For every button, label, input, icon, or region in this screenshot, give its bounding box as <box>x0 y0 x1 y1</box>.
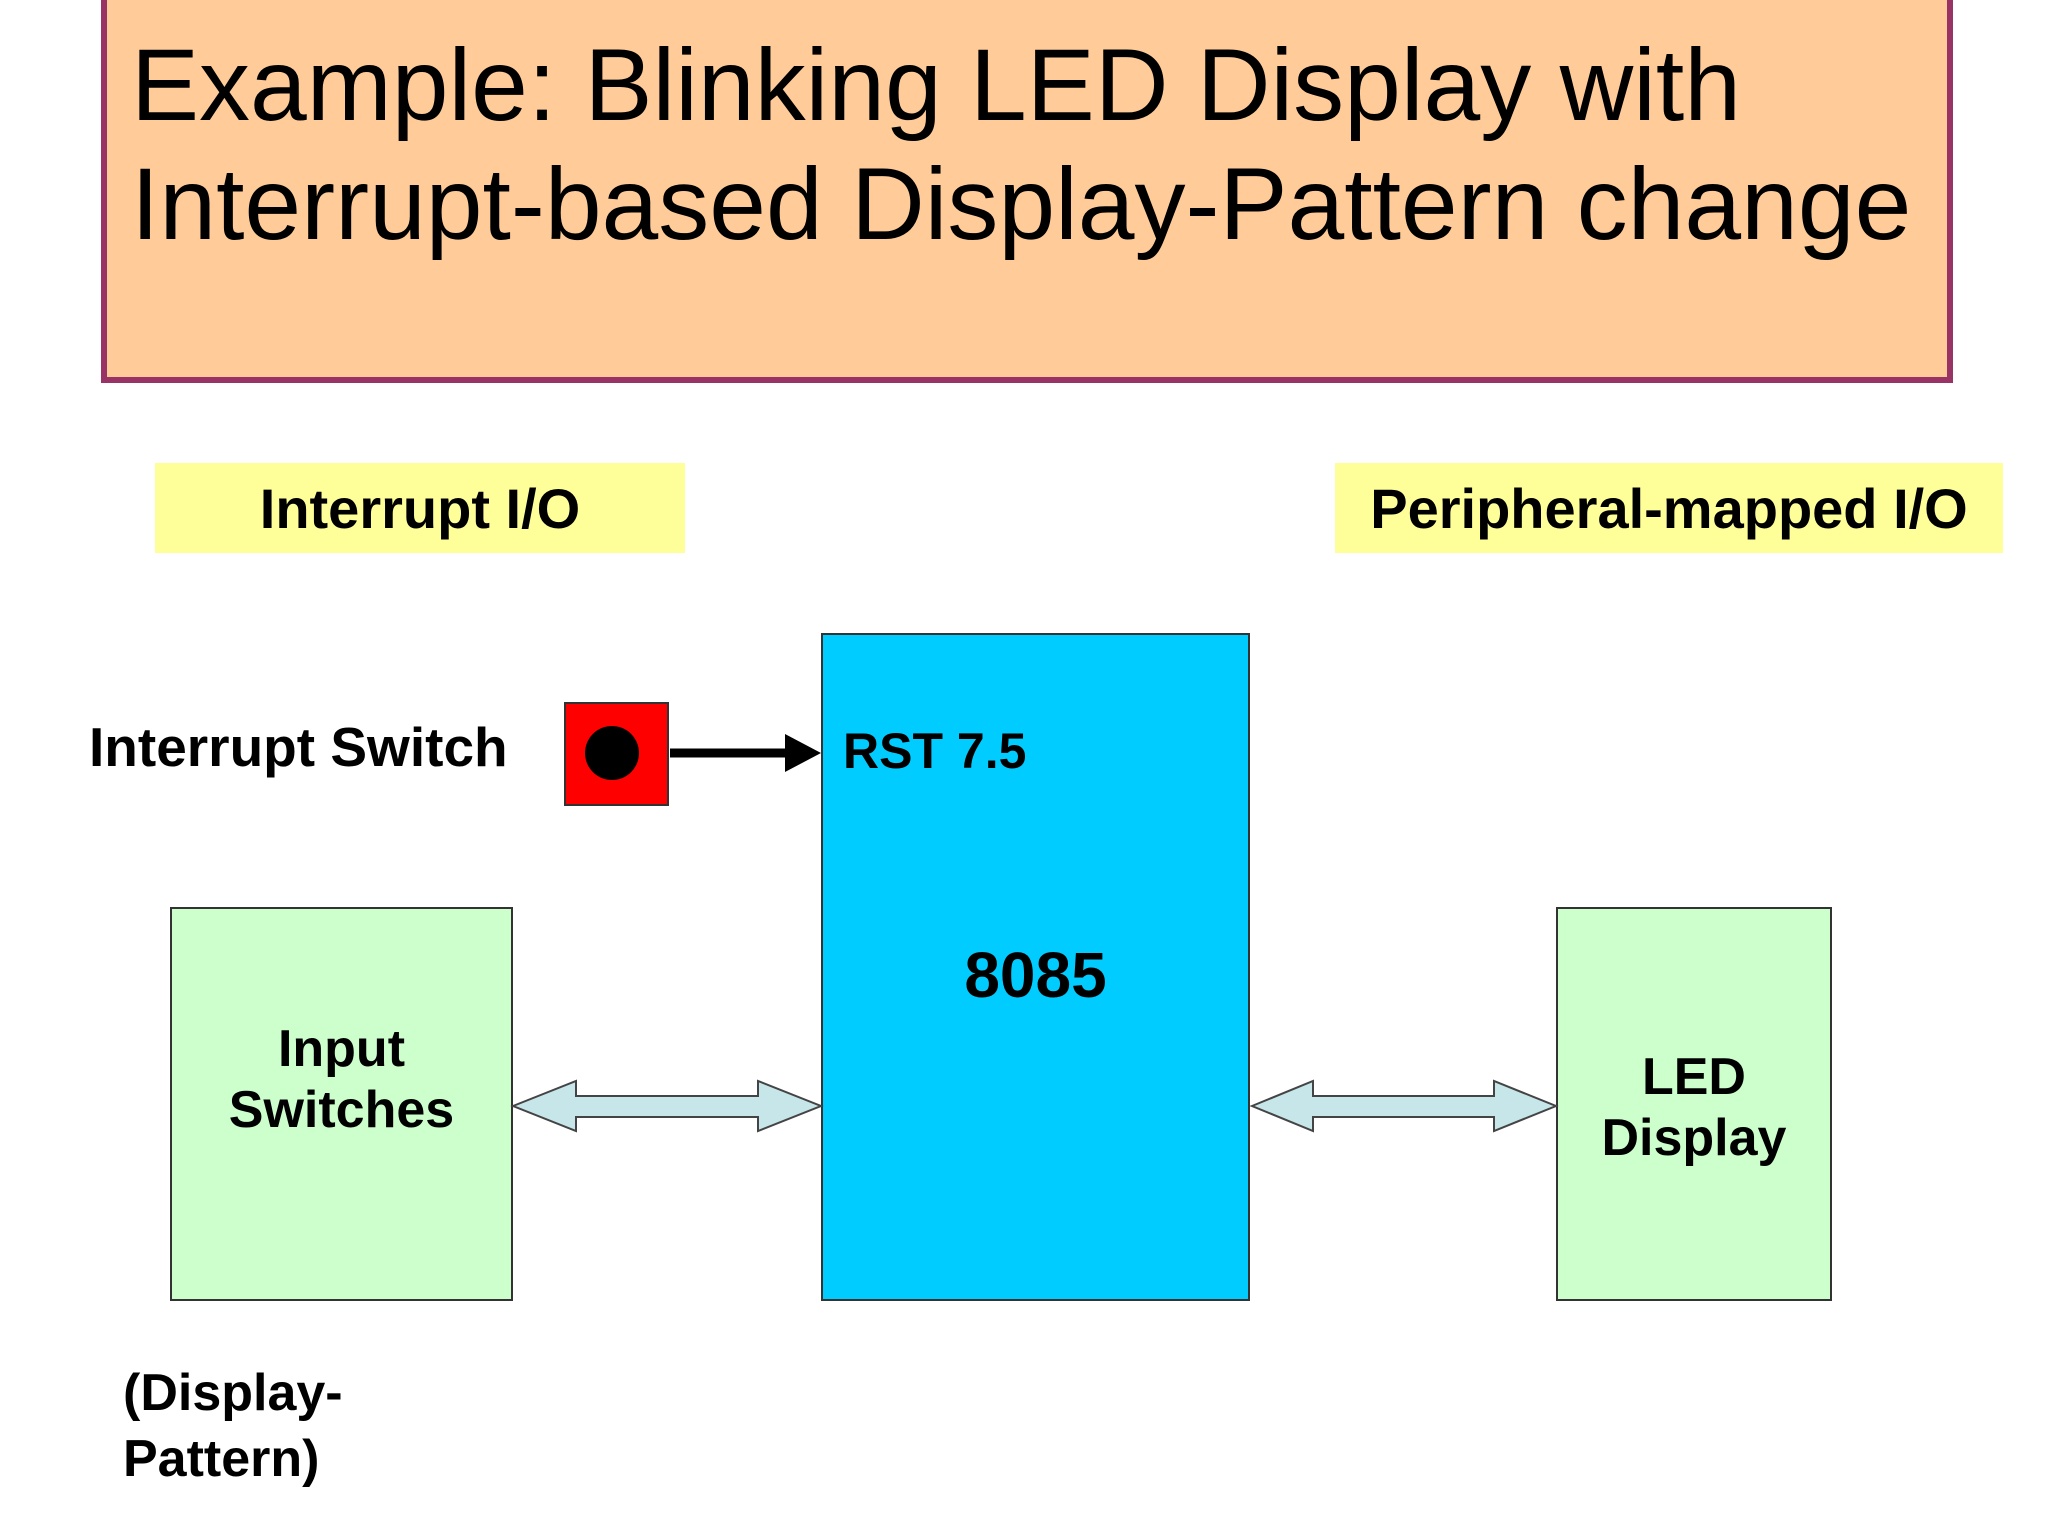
display-pattern-note-line-1: (Display- <box>123 1364 343 1422</box>
title-line-2: Interrupt-based Display-Pattern change <box>131 147 1912 261</box>
led-display-label-line-1: LED <box>1641 1048 1746 1106</box>
title-box: Example: Blinking LED Display with Inter… <box>101 0 1953 383</box>
cpu-name: 8085 <box>964 939 1107 1011</box>
double-arrow-icon <box>1249 1079 1559 1133</box>
arrow-right-icon <box>670 734 821 772</box>
display-pattern-note-line-2: Pattern) <box>123 1430 320 1488</box>
led-display-label-line-2: Display <box>1601 1109 1787 1167</box>
input-switches-label-line-1: Input <box>277 1020 406 1078</box>
push-button-icon <box>564 702 669 806</box>
peripheral-io-label: Peripheral-mapped I/O <box>1335 463 2003 553</box>
double-arrow-icon <box>510 1079 824 1133</box>
rst-7-5-pin-label: RST 7.5 <box>843 723 1027 779</box>
interrupt-io-label: Interrupt I/O <box>155 463 685 553</box>
input-switches-block: Input Switches <box>170 907 513 1301</box>
interrupt-switch-label: Interrupt Switch <box>89 716 508 778</box>
led-display-block: LED Display <box>1556 907 1832 1301</box>
input-switches-label-line-2: Switches <box>228 1081 455 1139</box>
display-pattern-note: (Display- Pattern) <box>123 1360 343 1492</box>
cpu-8085-block: RST 7.5 8085 <box>821 633 1250 1301</box>
title-line-1: Example: Blinking LED Display with <box>131 28 1741 142</box>
